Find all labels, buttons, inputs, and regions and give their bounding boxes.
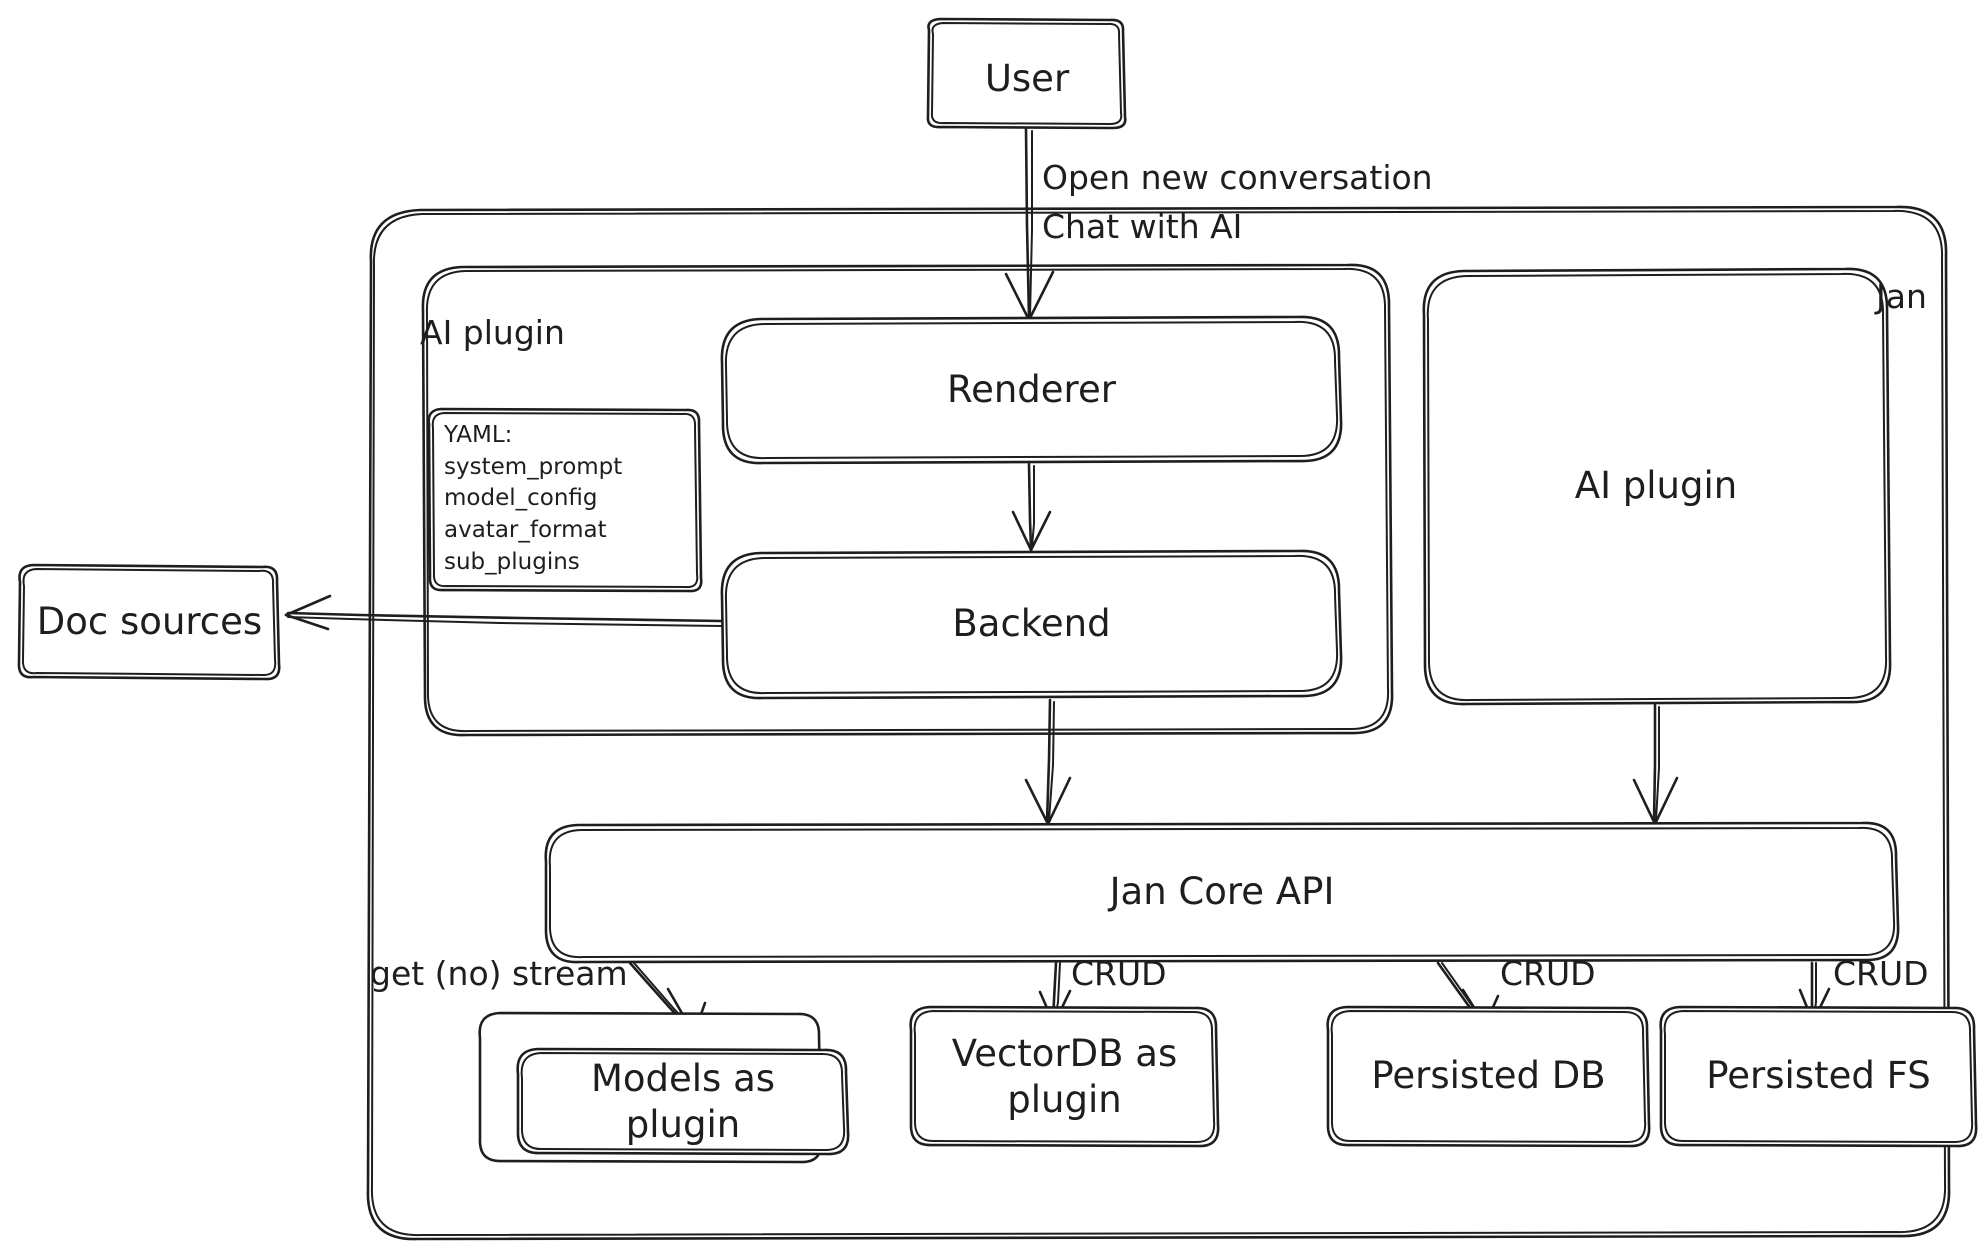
node-yaml-card: YAML: system_prompt model_config avatar_… (444, 420, 694, 579)
node-ai-plugin-box-outline (1422, 267, 1892, 706)
edge-label-chat-with-ai: Chat with AI (1042, 207, 1243, 246)
container-jan-outline (366, 205, 1951, 1241)
node-backend[interactable]: Backend (722, 551, 1341, 698)
yaml-item-sub-plugins: sub_plugins (444, 548, 580, 575)
edge-renderer-to-backend (1011, 462, 1052, 552)
node-user-outline (926, 17, 1127, 130)
node-persisted-db[interactable]: Persisted DB (1328, 1007, 1649, 1146)
node-user-label: User (984, 56, 1070, 100)
node-jan-core-api-outline (544, 821, 1900, 964)
edge-backend-to-doc-sources (284, 594, 724, 631)
node-yaml-card-outline (427, 407, 703, 593)
edge-backend-to-core (1024, 698, 1072, 826)
node-doc-sources-outline (17, 563, 281, 681)
node-persisted-fs-label: Persisted FS (1706, 1054, 1931, 1098)
node-models-plugin[interactable]: Models as plugin (518, 1049, 848, 1155)
node-jan-core-api[interactable]: Jan Core API (546, 823, 1898, 962)
container-label-jan: Jan (1876, 277, 1927, 316)
node-renderer-label: Renderer (947, 367, 1116, 411)
node-persisted-fs[interactable]: Persisted FS (1661, 1007, 1976, 1146)
node-renderer[interactable]: Renderer (722, 317, 1341, 463)
edge-label-get-no-stream: get (no) stream (370, 954, 628, 993)
node-persisted-db-outline (1326, 1005, 1651, 1148)
node-models-plugin-line1: Models as (590, 1057, 776, 1101)
node-models-plugin-line2: plugin (625, 1103, 741, 1146)
edge-label-open-conversation: Open new conversation (1042, 158, 1433, 197)
yaml-item-avatar-format: avatar_format (444, 517, 607, 544)
edge-label-crud-persisted-db: CRUD (1500, 954, 1596, 993)
yaml-card-title: YAML: (444, 422, 513, 448)
edge-label-crud-vectordb: CRUD (1071, 954, 1167, 993)
yaml-item-model-config: model_config (444, 485, 598, 512)
node-vectordb-plugin-outline (909, 1005, 1220, 1148)
yaml-item-system-prompt: system_prompt (444, 453, 623, 480)
container-label-ai-plugin-group: AI plugin (420, 313, 565, 352)
edge-ai-plugin-to-core (1632, 703, 1679, 826)
node-jan-core-api-label: Jan Core API (1109, 870, 1335, 914)
node-ai-plugin-box[interactable]: AI plugin (1424, 269, 1888, 704)
node-ai-plugin-box-label: AI plugin (1574, 464, 1738, 508)
node-doc-sources-label: Doc sources (36, 599, 263, 643)
node-doc-sources[interactable]: Doc sources (20, 565, 279, 679)
container-ai-plugin-group-outline (421, 263, 1394, 737)
edge-label-crud-persisted-fs: CRUD (1833, 954, 1929, 993)
node-persisted-fs-outline (1659, 1005, 1978, 1148)
node-user[interactable]: User (929, 30, 1125, 128)
node-backend-label: Backend (952, 602, 1111, 646)
node-vectordb-plugin-line1: VectorDB as (951, 1031, 1178, 1075)
node-vectordb-plugin[interactable]: VectorDB as plugin (911, 1007, 1218, 1146)
node-vectordb-plugin-line2: plugin (1007, 1077, 1122, 1121)
node-renderer-outline (720, 315, 1343, 465)
node-persisted-db-label: Persisted DB (1371, 1054, 1606, 1098)
node-models-plugin-outline (478, 1011, 850, 1164)
node-backend-outline (720, 549, 1343, 700)
edge-user-to-renderer (1004, 127, 1055, 322)
